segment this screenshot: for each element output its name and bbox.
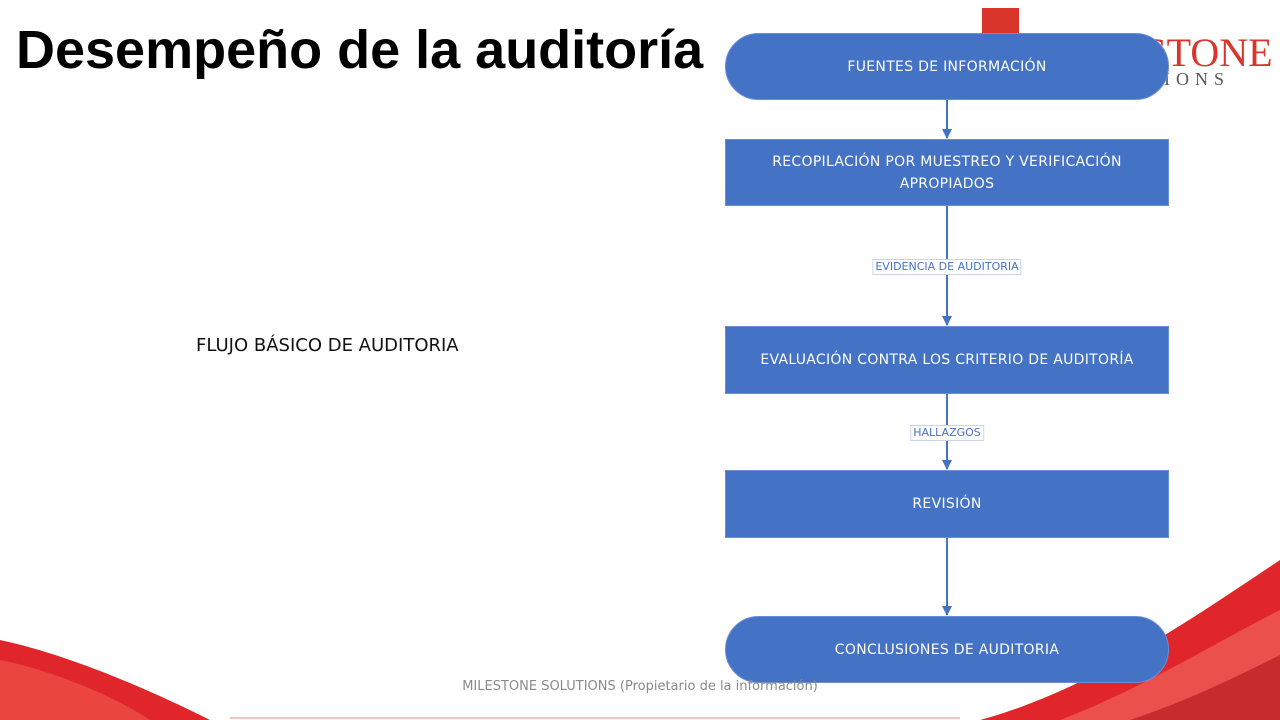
logo-subtext: IONS — [1164, 69, 1231, 89]
flow-node-conclusiones: CONCLUSIONES DE AUDITORIA — [725, 616, 1169, 683]
flow-node-fuentes-de-informacion: FUENTES DE INFORMACIÓN — [725, 33, 1169, 100]
side-label: FLUJO BÁSICO DE AUDITORIA — [196, 335, 459, 356]
logo-mark — [982, 8, 1019, 33]
slide-title: Desempeño de la auditoría — [16, 20, 704, 80]
footer-text: MILESTONE SOLUTIONS (Propietario de la i… — [462, 679, 818, 694]
flow-node-evaluacion: EVALUACIÓN CONTRA LOS CRITERIO DE AUDITO… — [725, 326, 1169, 394]
edge-label-evidencia: EVIDENCIA DE AUDITORIA — [872, 259, 1022, 275]
flow-node-recopilacion: RECOPILACIÓN POR MUESTREO Y VERIFICACIÓN… — [725, 139, 1169, 206]
right-swoosh-shade — [1130, 655, 1280, 720]
edge-label-hallazgos: HALLAZGOS — [910, 425, 984, 441]
left-swoosh-highlight — [0, 660, 150, 720]
flow-node-revision: REVISIÓN — [725, 470, 1169, 538]
